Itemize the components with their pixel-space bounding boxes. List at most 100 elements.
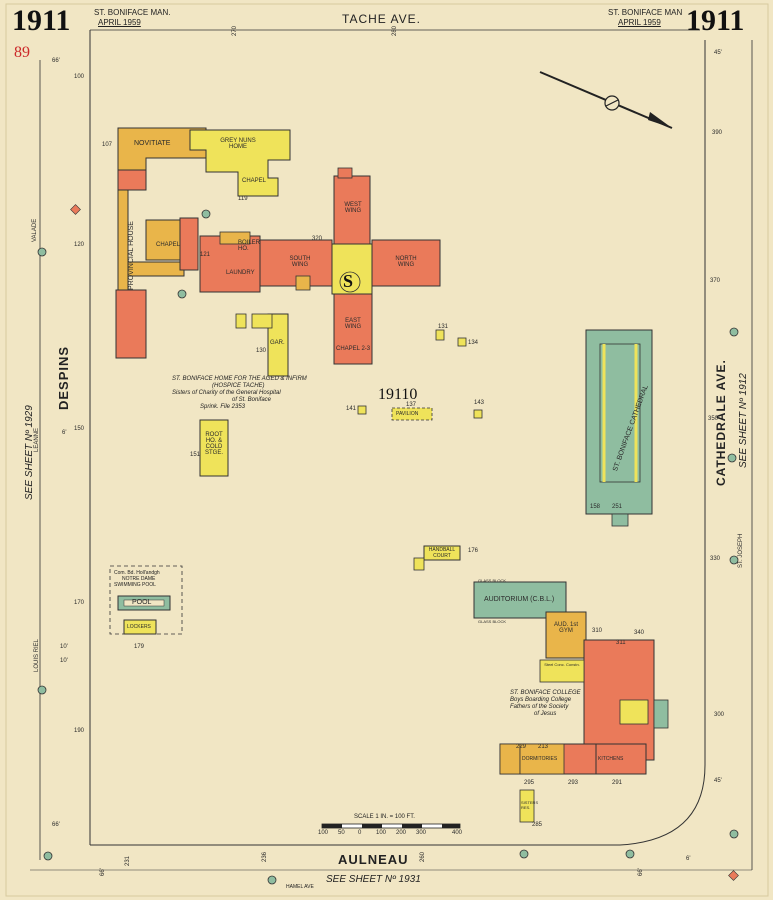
label-pavilion: PAVILION <box>396 411 419 417</box>
pool-note-line: Com. Bd. Holl'andgh <box>114 570 160 576</box>
address-number: 260 <box>420 851 426 862</box>
hydrant-icon <box>519 849 529 859</box>
address-number: 131 <box>438 324 449 330</box>
hydrant-icon <box>37 685 47 695</box>
address-number: 137 <box>406 402 417 408</box>
address-number: 121 <box>200 252 211 258</box>
street-despins: DESPINS <box>56 345 71 410</box>
label-handball: HANDBALL COURT <box>428 547 456 559</box>
pool-note: Com. Bd. Holl'andgh NOTRE DAME SWIMMING … <box>114 570 160 588</box>
address-number: 179 <box>134 644 145 650</box>
page-number: 89 <box>14 44 30 61</box>
label-chapel: CHAPEL <box>156 242 181 248</box>
dimension-label: 10' <box>60 644 68 650</box>
dimension-label: 66' <box>52 58 60 64</box>
hydrant-icon <box>177 289 187 299</box>
address-number: 231 <box>125 855 131 866</box>
scale-tick: 400 <box>452 830 463 836</box>
city-right: ST. BONIFACE MAN <box>608 8 683 17</box>
see-sheet-1912: SEE SHEET Nº 1912 <box>738 373 749 468</box>
small-building-134 <box>457 337 467 347</box>
small-building-143 <box>473 409 483 419</box>
address-number: 295 <box>524 780 535 786</box>
address-number: 119 <box>238 196 248 202</box>
root-house-building <box>199 419 229 477</box>
address-number: 350 <box>708 416 719 422</box>
address-number: 310 <box>592 628 603 634</box>
address-number: 293 <box>568 780 579 786</box>
hydrant-icon <box>267 875 277 885</box>
hospice-note-line: (HOSPICE TACHE) <box>212 383 265 389</box>
address-number: 176 <box>468 548 479 554</box>
address-number: 100 <box>74 74 85 80</box>
address-number: 134 <box>468 340 479 346</box>
valade-label: VALADE <box>32 218 38 242</box>
dimension-label: 66' <box>52 822 60 828</box>
label-novitiate: NOVITIATE <box>134 140 171 147</box>
hospice-note-line: of St. Boniface <box>232 397 272 403</box>
address-number: 280 <box>392 25 398 36</box>
hydrant-icon <box>625 849 635 859</box>
label-dormitories: DORMITORIES <box>522 756 558 762</box>
scale-tick: 0 <box>358 830 362 836</box>
dimension-label: 6' <box>62 430 67 436</box>
year-left: 1911 <box>12 4 71 37</box>
dimension-label: 45' <box>714 50 722 56</box>
address-number: 285 <box>532 822 543 828</box>
handball-court <box>423 545 461 561</box>
glass-block-top: GLASS BLOCK <box>478 578 507 583</box>
address-number: 229 <box>516 744 527 750</box>
st-joseph-label: ST. JOSEPH <box>738 533 744 568</box>
block-number: 19110 <box>378 386 418 403</box>
label-boiler: BOILER HO. <box>238 240 261 252</box>
college-note-line: Fathers of the Society <box>510 704 569 710</box>
garage-annex <box>251 313 273 329</box>
provincial-house-complex <box>115 127 207 359</box>
date-right: APRIL 1959 <box>618 18 661 27</box>
hospice-note: ST. BONIFACE HOME FOR THE AGED & INFIRM … <box>172 376 307 411</box>
hydrant-icon <box>201 209 211 219</box>
address-number: 130 <box>256 348 267 354</box>
pool-inner <box>123 599 165 607</box>
address-number: 150 <box>74 426 85 432</box>
label-laundry: LAUNDRY <box>226 270 255 276</box>
scale-tick: 100 <box>376 830 387 836</box>
label-grey-nuns: GREY NUNS HOME <box>220 138 256 150</box>
label-south-wing: SOUTH WING <box>289 256 311 268</box>
address-number: 320 <box>312 236 323 242</box>
hamel-ave-label: HAMEL AVE <box>286 884 314 890</box>
address-number: 120 <box>74 242 85 248</box>
address-number: 390 <box>712 130 723 136</box>
label-pool: POOL <box>132 599 152 606</box>
small-shed <box>235 313 247 329</box>
hospice-note-line: Sisters of Charity of the General Hospit… <box>172 390 281 396</box>
hospice-note-line: ST. BONIFACE HOME FOR THE AGED & INFIRM <box>172 376 307 382</box>
hydrant-icon <box>37 247 47 257</box>
address-number: 190 <box>74 728 85 734</box>
glass-block-bottom: GLASS BLOCK <box>478 619 507 624</box>
louis-riel-label: LOUIS RIEL <box>34 638 40 672</box>
address-number: 213 <box>538 744 549 750</box>
hydrant-icon <box>729 327 739 337</box>
address-number: 370 <box>710 278 721 284</box>
address-number: 330 <box>710 556 721 562</box>
address-number: 158 <box>590 504 601 510</box>
street-aulneau: AULNEAU <box>338 852 409 867</box>
sprinkler-letter: S <box>343 271 354 291</box>
small-building-131 <box>435 329 445 341</box>
scale-tick: 300 <box>416 830 427 836</box>
pavilion-building <box>391 407 433 421</box>
block-line-east-curve <box>619 40 706 846</box>
address-number: 236 <box>262 851 268 862</box>
city-left: ST. BONIFACE MAN. <box>94 8 171 17</box>
address-number: 107 <box>102 142 113 148</box>
street-tache: TACHE AVE. <box>342 12 421 26</box>
scale-tick: 200 <box>396 830 407 836</box>
dimension-label: 66' <box>638 868 644 876</box>
label-chapel-2: CHAPEL 2-3 <box>336 346 371 352</box>
label-garage: GAR. <box>270 340 285 346</box>
label-east-wing: EAST WING <box>344 318 362 330</box>
label-west-wing: WEST WING <box>344 202 362 214</box>
scale-label: SCALE 1 IN. = 100 FT. <box>354 814 415 820</box>
